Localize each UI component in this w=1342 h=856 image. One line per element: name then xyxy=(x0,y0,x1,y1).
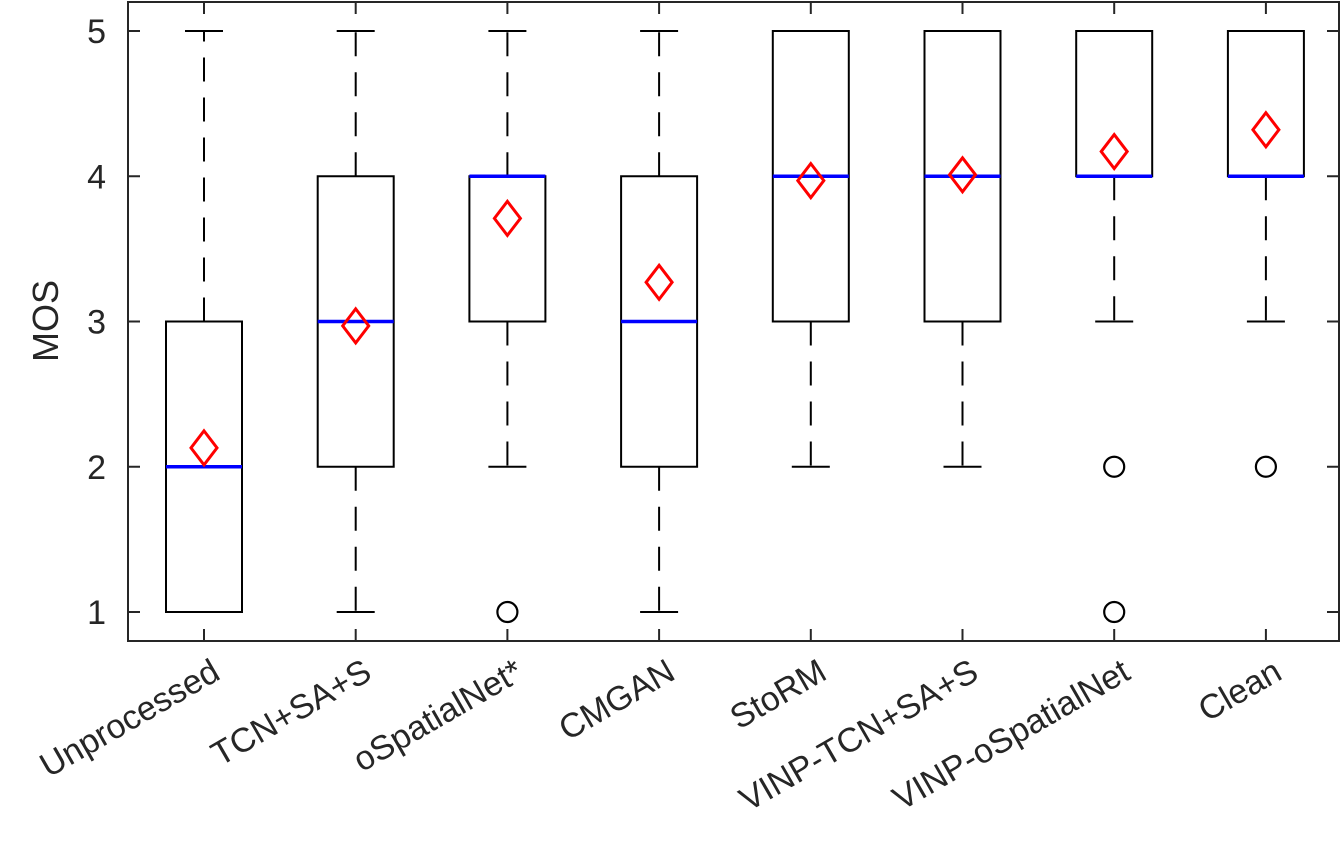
box-group-7 xyxy=(1226,30,1305,478)
mean-marker xyxy=(1099,132,1130,172)
x-tick-label: CMGAN xyxy=(552,652,681,748)
y-tick-label: 4 xyxy=(87,158,106,196)
box-group-0 xyxy=(165,30,243,613)
plot-area xyxy=(165,30,1305,624)
mean-marker xyxy=(1251,110,1281,150)
y-tick-label: 2 xyxy=(87,449,106,487)
outlier-point xyxy=(1103,600,1126,624)
outlier-point xyxy=(496,600,519,624)
box-iqr xyxy=(1075,30,1154,178)
box-group-6 xyxy=(1075,30,1154,624)
outlier-point xyxy=(1103,455,1126,478)
x-tick-label: Clean xyxy=(1192,652,1288,729)
mean-marker xyxy=(189,428,219,468)
box-iqr xyxy=(1226,30,1305,178)
outlier-point xyxy=(1254,455,1278,478)
mean-marker xyxy=(947,155,978,195)
mean-marker xyxy=(492,198,523,238)
y-axis-label: MOS xyxy=(25,280,66,362)
y-tick-label: 5 xyxy=(87,13,106,51)
x-tick-label: Unprocessed xyxy=(33,652,226,785)
mean-marker xyxy=(644,262,674,302)
y-tick-label: 1 xyxy=(87,594,106,632)
box-iqr xyxy=(468,175,547,323)
x-tick-label: oSpatialNet* xyxy=(347,652,530,779)
axes: 12345UnprocessedTCN+SA+SoSpatialNet*CMGA… xyxy=(33,1,1340,819)
mean-marker xyxy=(340,306,371,346)
axes-frame xyxy=(127,1,1340,642)
mean-marker xyxy=(795,161,826,201)
box-group-5 xyxy=(923,30,1002,468)
box-group-2 xyxy=(468,30,547,624)
box-group-3 xyxy=(620,30,699,613)
y-tick-label: 3 xyxy=(87,304,106,342)
box-group-1 xyxy=(316,30,395,613)
box-group-4 xyxy=(771,30,850,468)
x-tick-label: StoRM xyxy=(724,652,833,737)
